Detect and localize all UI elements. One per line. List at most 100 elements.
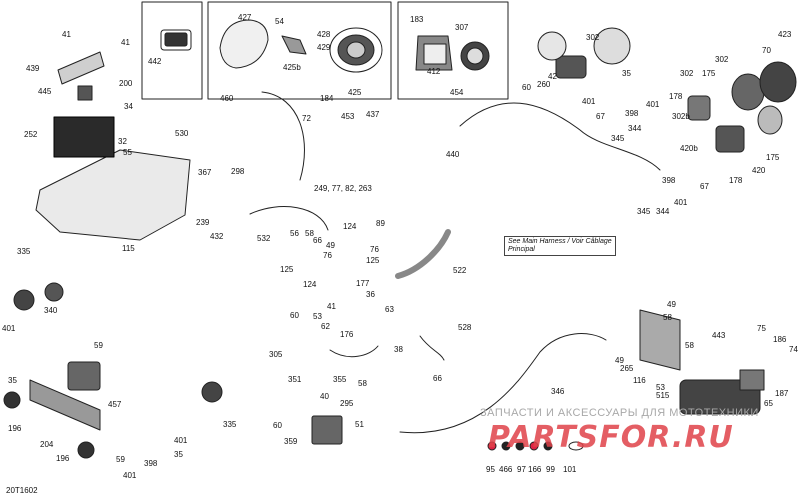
callout-62: 62	[321, 322, 330, 331]
callout-454: 454	[450, 88, 464, 97]
callout-445: 445	[38, 87, 52, 96]
callout-49: 49	[326, 241, 335, 250]
inset-box-442	[141, 1, 203, 100]
callout-53: 53	[656, 383, 665, 392]
harness-wire-355	[329, 345, 379, 358]
callout-204: 204	[40, 440, 54, 449]
callout-340: 340	[44, 306, 58, 315]
callout-67: 67	[700, 182, 709, 191]
callout-298: 298	[231, 167, 245, 176]
callout-74: 74	[789, 345, 798, 354]
callout-59: 59	[94, 341, 103, 350]
callout-302: 302	[586, 33, 600, 42]
callout-53: 53	[313, 312, 322, 321]
hose-part-522	[395, 229, 451, 279]
callout-335: 335	[17, 247, 31, 256]
callout-35: 35	[8, 376, 17, 385]
callout-125: 125	[280, 265, 294, 274]
callout-425b: 425b	[283, 63, 301, 72]
callout-302b: 302b	[672, 112, 690, 121]
callout-76: 76	[370, 245, 379, 254]
callout-58: 58	[663, 313, 672, 322]
callout-55: 55	[123, 148, 132, 157]
callout-63: 63	[385, 305, 394, 314]
bracket-part-439	[57, 51, 105, 85]
starter-motor-187	[679, 369, 765, 415]
harness-reference-note: See Main Harness / Voir Câblage Principa…	[504, 236, 616, 256]
callout-56: 56	[290, 229, 299, 238]
callout-398: 398	[625, 109, 639, 118]
callout-176: 176	[340, 330, 354, 339]
callout-401: 401	[2, 324, 16, 333]
callout-466: 466	[499, 465, 513, 474]
callout-101: 101	[563, 465, 577, 474]
callout-76: 76	[323, 251, 332, 260]
callout-532: 532	[257, 234, 271, 243]
callout-239: 239	[196, 218, 210, 227]
callout-355: 355	[333, 375, 347, 384]
callout-115: 115	[122, 244, 135, 253]
callout-49: 49	[615, 356, 624, 365]
callout-302: 302	[715, 55, 729, 64]
callout-58: 58	[358, 379, 367, 388]
callout-116: 116	[633, 376, 646, 385]
callout-335: 335	[223, 420, 237, 429]
callout-97: 97	[517, 465, 526, 474]
regulator-part-295	[311, 415, 343, 445]
inset-box-425	[207, 1, 392, 100]
callout-67: 67	[596, 112, 605, 121]
callout-99: 99	[546, 465, 555, 474]
callout-34: 34	[124, 102, 133, 111]
callout-186: 186	[773, 335, 787, 344]
instrument-cluster-part-425	[329, 27, 383, 73]
callout-35: 35	[174, 450, 183, 459]
callout-249-77-82-263: 249, 77, 82, 263	[314, 184, 372, 193]
callout-420b: 420b	[680, 144, 698, 153]
callout-401: 401	[174, 436, 188, 445]
callout-443: 443	[712, 331, 726, 340]
callout-178: 178	[669, 92, 683, 101]
watermark-logo: PARTSFOR.RU	[488, 420, 734, 455]
gauge-part-454	[415, 35, 490, 71]
callout-58: 58	[685, 341, 694, 350]
light-part-335b	[201, 381, 223, 403]
callout-345: 345	[611, 134, 625, 143]
callout-420: 420	[752, 166, 766, 175]
module-part-457	[67, 361, 101, 391]
callout-401: 401	[123, 471, 137, 480]
callout-166: 166	[528, 465, 542, 474]
gauge-cover-part-427	[219, 19, 269, 69]
callout-175: 175	[766, 153, 780, 162]
callout-398: 398	[144, 459, 158, 468]
callout-196: 196	[8, 424, 22, 433]
light-housing-420	[687, 95, 745, 153]
callout-32: 32	[118, 137, 127, 146]
callout-265: 265	[620, 364, 634, 373]
callout-89: 89	[376, 219, 385, 228]
callout-66: 66	[313, 236, 322, 245]
callout-40: 40	[320, 392, 329, 401]
light-part-335a	[13, 289, 35, 311]
harness-wire-528	[419, 335, 445, 361]
relay-part-445	[77, 85, 93, 101]
callout-401: 401	[582, 97, 596, 106]
callout-60: 60	[522, 83, 531, 92]
light-part-340	[44, 282, 64, 302]
callout-72: 72	[302, 114, 311, 123]
callout-124: 124	[303, 280, 317, 289]
callout-60: 60	[273, 421, 282, 430]
callout-401: 401	[646, 100, 660, 109]
callout-36: 36	[366, 290, 375, 299]
callout-38: 38	[394, 345, 403, 354]
callout-125: 125	[366, 256, 380, 265]
callout-522: 522	[453, 266, 467, 275]
callout-35: 35	[622, 69, 631, 78]
callout-429: 429	[317, 43, 331, 52]
callout-75: 75	[757, 324, 766, 333]
callout-42: 42	[548, 72, 557, 81]
callout-515: 515	[656, 391, 670, 400]
battery-part-252	[53, 116, 115, 158]
callout-177: 177	[356, 279, 370, 288]
callout-439: 439	[26, 64, 40, 73]
callout-252: 252	[24, 130, 38, 139]
